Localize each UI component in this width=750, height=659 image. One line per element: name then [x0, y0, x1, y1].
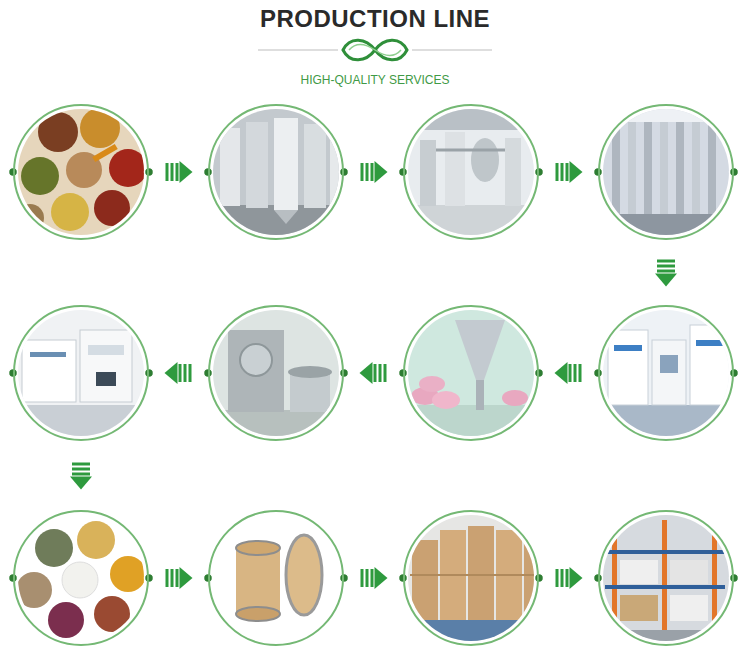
flow-arrow — [149, 362, 208, 384]
header-ornament — [258, 40, 492, 60]
analyzer-photo — [10, 300, 160, 450]
process-circle — [13, 104, 149, 240]
process-circle — [598, 104, 734, 240]
instrument-photo — [595, 300, 745, 450]
connector-dot — [9, 168, 739, 583]
column-photo — [595, 100, 745, 250]
process-circle — [208, 305, 344, 441]
powder-photo — [10, 505, 160, 655]
flow-arrow — [539, 362, 598, 384]
mixer-photo — [400, 300, 550, 450]
spices-photo — [10, 100, 160, 250]
process-circle — [403, 510, 539, 646]
flow-arrow — [149, 161, 208, 183]
process-circle — [13, 305, 149, 441]
subtitle: HIGH-QUALITY SERVICES — [0, 73, 750, 87]
drum-photo — [205, 505, 355, 655]
tank-photo — [205, 100, 355, 250]
process-circle — [598, 305, 734, 441]
flow-arrow — [70, 441, 92, 510]
process-circle — [208, 104, 344, 240]
process-circle — [403, 104, 539, 240]
flow-arrow — [539, 161, 598, 183]
flow-arrow — [344, 362, 403, 384]
title: PRODUCTION LINE — [0, 5, 750, 33]
flow-arrow — [344, 567, 403, 589]
process-circle — [598, 510, 734, 646]
flow-arrow — [149, 567, 208, 589]
flow-arrow — [344, 161, 403, 183]
warehouse-photo — [595, 505, 745, 655]
grinder-photo — [205, 300, 355, 450]
process-circle — [13, 510, 149, 646]
process-circle — [403, 305, 539, 441]
evaporator-photo — [400, 100, 550, 250]
flow-arrow — [655, 240, 677, 305]
process-circle — [208, 510, 344, 646]
flow-arrow — [539, 567, 598, 589]
carton-photo — [400, 505, 550, 655]
